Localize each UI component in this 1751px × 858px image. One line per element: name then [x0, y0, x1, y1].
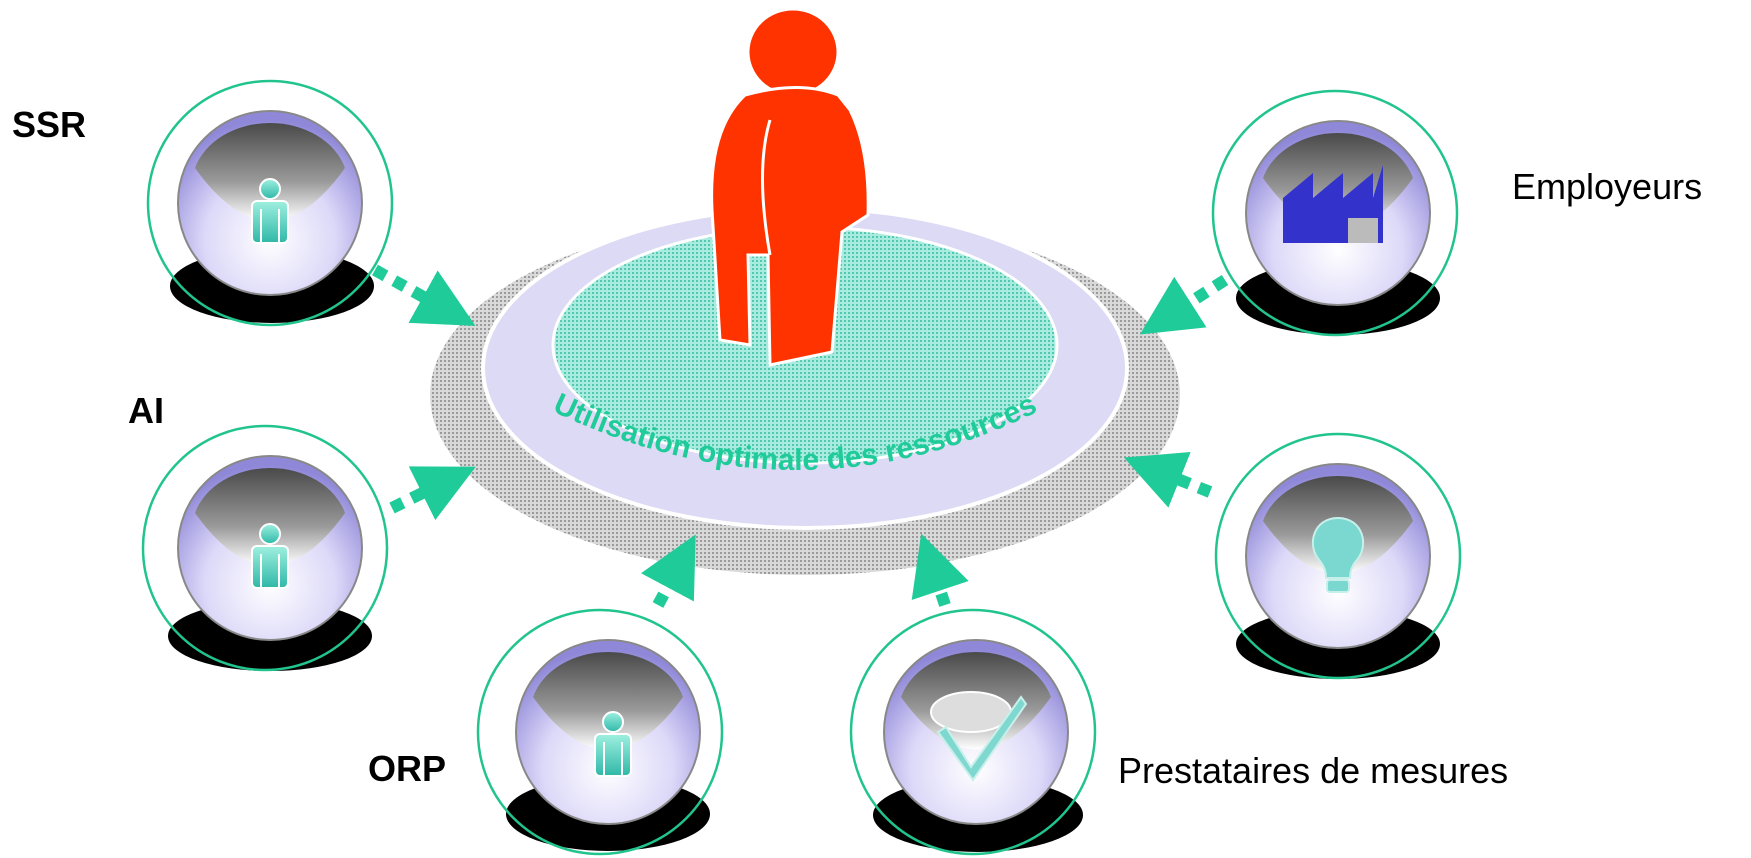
node-ai: [141, 424, 389, 672]
arrow-prestataires: [911, 533, 969, 607]
label-orp: ORP: [368, 748, 447, 789]
label-prestataires: Prestataires de mesures: [1118, 750, 1509, 791]
arrows: [372, 264, 1229, 608]
checkmark-icon: [936, 695, 1028, 782]
central-person-icon: [710, 7, 870, 367]
lightbulb-icon: [1311, 516, 1365, 593]
node-employeurs: [1211, 89, 1459, 337]
node-orp: [476, 608, 724, 856]
person-icon: [594, 711, 632, 777]
label-ssr: SSR: [12, 104, 87, 145]
label-employeurs: Employeurs: [1512, 166, 1703, 207]
person-icon: [251, 523, 289, 589]
arrow-orp: [640, 534, 696, 608]
arrow-ai: [389, 466, 476, 521]
node-lightbulb: [1214, 432, 1462, 680]
node-ssr: [146, 79, 394, 327]
central-platform: Utilisation optimale des ressources: [430, 206, 1180, 575]
label-ai: AI: [128, 390, 164, 431]
arrow-employeurs: [1139, 274, 1229, 335]
arrow-lightbulb: [1123, 451, 1213, 508]
person-icon: [251, 178, 289, 244]
node-prestataires: [849, 608, 1097, 856]
arrow-ssr: [372, 264, 476, 326]
factory-icon: [1283, 165, 1383, 243]
